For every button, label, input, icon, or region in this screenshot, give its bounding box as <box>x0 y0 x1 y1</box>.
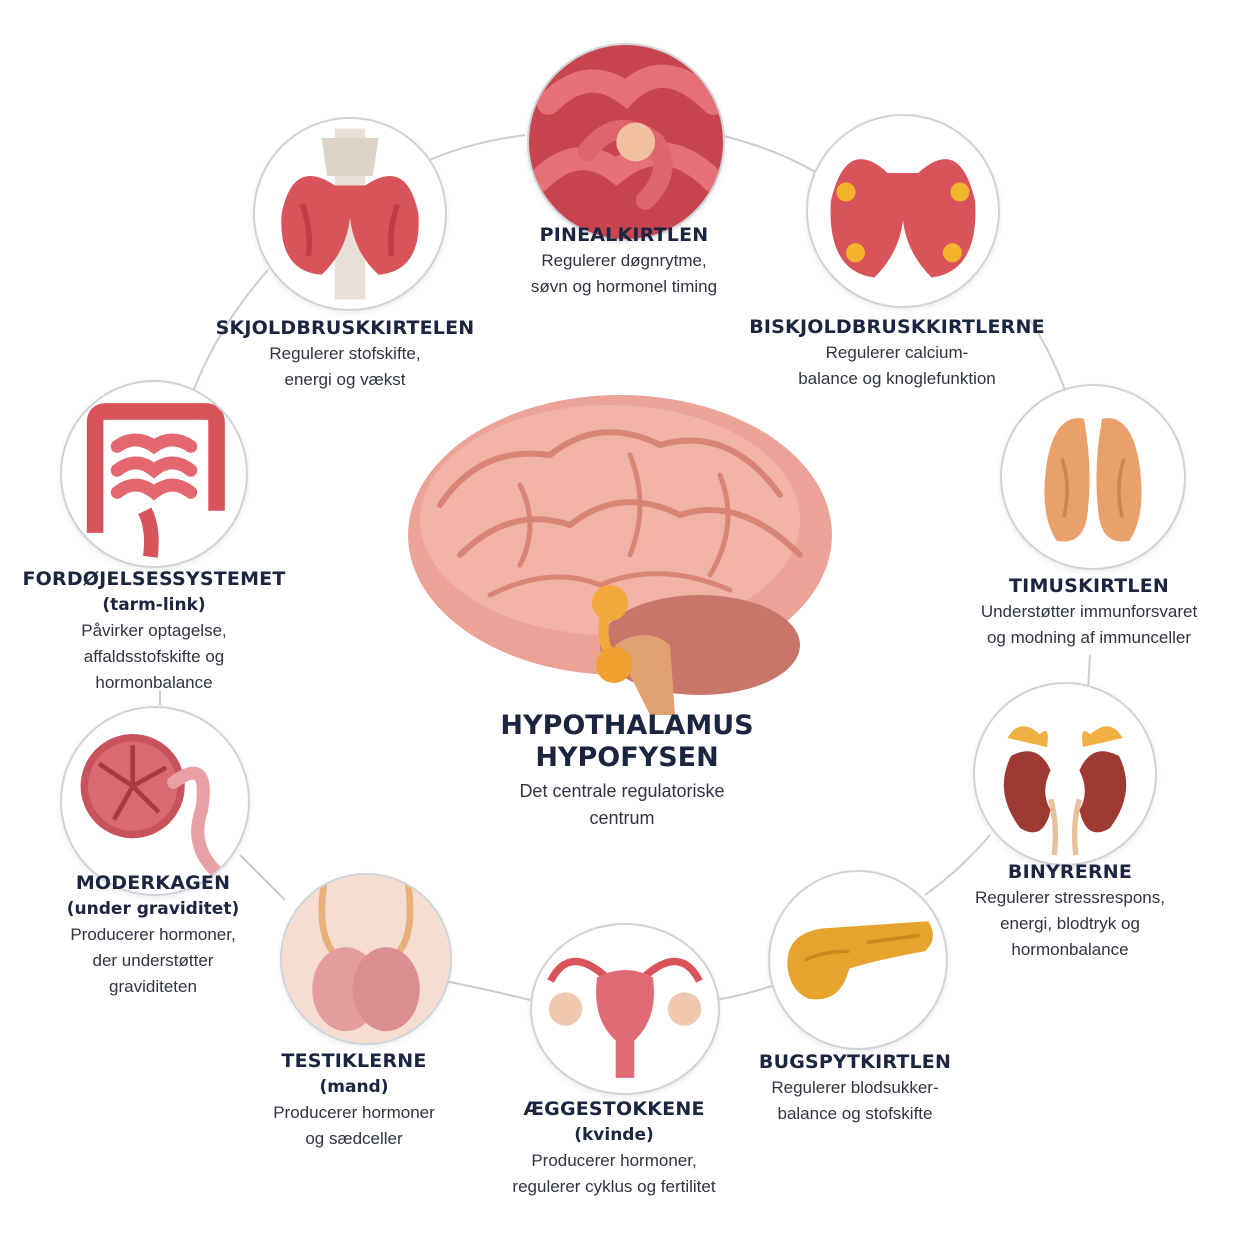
thymus-label: TIMUSKIRTLEN Understøtter immunforsvaret… <box>929 573 1249 651</box>
parathyroid-desc-1: Regulerer calcium- <box>825 343 969 362</box>
ovaries-sub: (kvinde) <box>574 1125 654 1145</box>
digestive-desc-1: Påvirker optagelse, <box>81 621 227 640</box>
digestive-desc-3: hormonbalance <box>95 673 213 692</box>
placenta-desc-1: Producerer hormoner, <box>70 925 236 944</box>
digestive-title: FORDØJELSESSYSTEMET <box>22 568 286 590</box>
testes-sub: (mand) <box>319 1077 389 1097</box>
center-desc-line1: Det centrale regulatoriske <box>519 781 725 801</box>
pineal-desc-2: søvn og hormonel timing <box>530 277 718 296</box>
testes-icon <box>280 873 452 1045</box>
pancreas-desc-1: Regulerer blodsukker- <box>771 1078 939 1097</box>
placenta-icon <box>60 706 250 896</box>
thymus-icon <box>1000 384 1186 570</box>
placenta-title: MODERKAGEN <box>75 872 231 894</box>
pancreas-desc-2: balance og stofskifte <box>777 1104 933 1123</box>
uterus-icon <box>530 923 720 1095</box>
testes-title: TESTIKLERNE <box>281 1050 427 1072</box>
testes-desc-1: Producerer hormoner <box>273 1103 435 1122</box>
placenta-sub: (under graviditet) <box>66 899 240 919</box>
ovaries-title: ÆGGESTOKKENE <box>523 1098 705 1120</box>
digestive-desc-2: affaldsstofskifte og <box>83 647 225 666</box>
thyroid-label: SKJOLDBRUSKKIRTELEN Regulerer stofskifte… <box>185 315 505 393</box>
thyroid-desc-2: energi og vækst <box>284 370 406 389</box>
center-desc-line2: centrum <box>589 808 655 828</box>
thymus-desc-2: og modning af immunceller <box>986 628 1192 647</box>
center-description: Det centrale regulatoriske centrum <box>442 778 802 832</box>
parathyroid-desc-2: balance og knoglefunktion <box>798 369 996 388</box>
placenta-desc-3: graviditeten <box>109 977 197 996</box>
parathyroid-icon <box>806 114 1000 308</box>
pineal-title: PINEALKIRTLEN <box>539 224 709 246</box>
pineal-label: PINEALKIRTLEN Regulerer døgnrytme, søvn … <box>464 222 784 300</box>
pancreas-icon <box>768 870 948 1050</box>
ovaries-desc-1: Producerer hormoner, <box>531 1151 697 1170</box>
thymus-title: TIMUSKIRTLEN <box>1009 575 1169 597</box>
kidney-icon <box>973 682 1157 866</box>
adrenal-desc-3: hormonbalance <box>1011 940 1129 959</box>
center-title-line1: HYPOTHALAMUS <box>500 710 754 741</box>
digestive-label: FORDØJELSESSYSTEMET (tarm-link) Påvirker… <box>0 566 314 696</box>
ovaries-label: ÆGGESTOKKENE (kvinde) Producerer hormone… <box>454 1096 774 1200</box>
ovaries-desc-2: regulerer cyklus og fertilitet <box>512 1177 716 1196</box>
placenta-desc-2: der understøtter <box>92 951 214 970</box>
pineal-desc-1: Regulerer døgnrytme, <box>541 251 707 270</box>
adrenal-label: BINYRERNE Regulerer stressrespons, energ… <box>910 859 1230 963</box>
testes-label: TESTIKLERNE (mand) Producerer hormoner o… <box>194 1048 514 1152</box>
thymus-desc-1: Understøtter immunforsvaret <box>980 602 1198 621</box>
intestine-icon <box>60 380 248 568</box>
digestive-sub: (tarm-link) <box>102 595 206 615</box>
parathyroid-title: BISKJOLDBRUSKKIRTLERNE <box>749 316 1045 338</box>
adrenal-title: BINYRERNE <box>1007 861 1133 883</box>
placenta-label: MODERKAGEN (under graviditet) Producerer… <box>0 870 313 1000</box>
testes-desc-2: og sædceller <box>305 1129 403 1148</box>
parathyroid-label: BISKJOLDBRUSKKIRTLERNE Regulerer calcium… <box>737 314 1057 392</box>
thyroid-icon <box>253 117 447 311</box>
thyroid-desc-1: Regulerer stofskifte, <box>269 344 421 363</box>
adrenal-desc-2: energi, blodtryk og <box>1000 914 1140 933</box>
thyroid-title: SKJOLDBRUSKKIRTELEN <box>215 317 475 339</box>
adrenal-desc-1: Regulerer stressrespons, <box>975 888 1165 907</box>
brain-icon <box>408 395 832 715</box>
pineal-icon <box>527 43 725 241</box>
pancreas-title: BUGSPYTKIRTLEN <box>758 1051 952 1073</box>
pancreas-label: BUGSPYTKIRTLEN Regulerer blodsukker- bal… <box>695 1049 1015 1127</box>
center-title: HYPOTHALAMUS HYPOFYSEN <box>417 710 837 774</box>
center-title-line2: HYPOFYSEN <box>535 742 719 773</box>
